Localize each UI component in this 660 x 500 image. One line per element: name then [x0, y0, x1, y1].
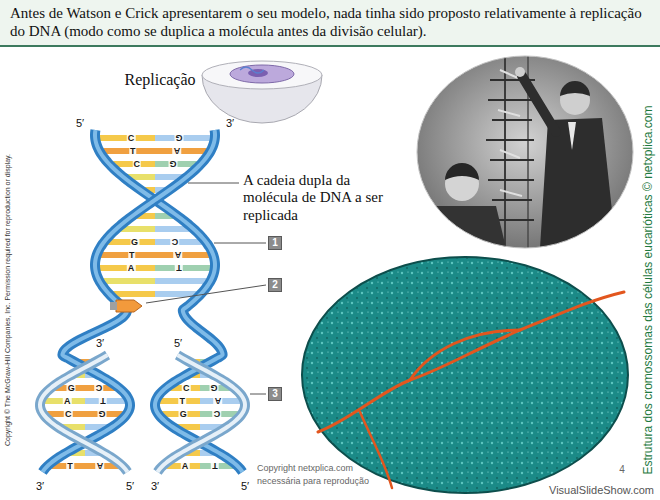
callout-number: 3 [268, 387, 282, 401]
base-letter: G [67, 383, 76, 393]
strand-end: 3′ [151, 480, 159, 493]
base-letter: A [63, 396, 72, 406]
strand-end: 3′ [96, 337, 104, 350]
strand-end: 5′ [126, 480, 134, 493]
base-letter: T [66, 461, 74, 471]
model-plates [498, 70, 522, 196]
base-letter: G [169, 159, 178, 169]
page-number: 4 [619, 464, 625, 476]
copyright-note: Copyright © The McGraw-Hill Companies, I… [4, 154, 12, 446]
dna-strand [43, 130, 215, 472]
callout-text: A cadeia dupla da molécula de DNA a ser … [243, 172, 388, 224]
dna-strand-highlight [40, 355, 127, 472]
base-letter: G [130, 237, 139, 247]
callout-number: 2 [268, 278, 282, 292]
chromosome [240, 67, 264, 73]
leader-line [250, 394, 266, 395]
micrograph-texture [303, 258, 627, 492]
watermark: Copyright netxplica.com [255, 463, 355, 473]
watson-body [418, 206, 506, 248]
base-bar [103, 278, 155, 284]
icon-label: Replicação [124, 71, 195, 89]
base-letter: A [174, 250, 183, 260]
strand-end: 5′ [76, 117, 84, 130]
base-letter: T [129, 146, 137, 156]
watermark: VisualSlideShow.com [549, 484, 654, 497]
dna-strand-highlight [43, 130, 215, 472]
watermark: necessária para reprodução [255, 476, 371, 486]
base-letter: T [179, 396, 187, 406]
slide-title: Antes de Watson e Crick apresentarem o s… [0, 0, 660, 47]
watson-hair [445, 163, 479, 180]
base-letter: T [99, 396, 107, 406]
callout-number-text: 3 [272, 389, 278, 399]
leader-line [188, 183, 239, 184]
crick-body [540, 118, 616, 248]
enzyme-part [110, 302, 117, 310]
callout-number: 1 [268, 236, 282, 250]
crick-shirt [568, 122, 576, 150]
leader-line [214, 243, 266, 244]
base-bar [155, 278, 207, 284]
base-letter: G [97, 409, 106, 419]
base-letter: C [182, 383, 191, 393]
replication-bubble [410, 330, 520, 380]
base-bar [155, 265, 211, 271]
dna-strand [158, 355, 245, 472]
model-plates [486, 80, 538, 220]
dna-fiber [318, 292, 624, 432]
base-letter: C [212, 409, 221, 419]
side-caption: Estrutura dos cromossomas das células eu… [642, 106, 656, 475]
photo-ground [417, 56, 633, 248]
crick-arm [522, 76, 556, 132]
leader-line [146, 285, 266, 303]
enzyme [116, 300, 142, 312]
dna-helix [40, 130, 245, 472]
strand-end: 3′ [36, 480, 44, 493]
base-letter: A [173, 146, 182, 156]
dna-strand [40, 355, 127, 472]
crick-hair [560, 81, 590, 96]
base-letter: A [127, 263, 136, 273]
base-letter: G [179, 409, 188, 419]
callout-number-text: 1 [272, 238, 278, 248]
base-letter: A [213, 396, 222, 406]
strand-end: 5′ [241, 480, 249, 493]
strand-end: 5′ [174, 337, 182, 350]
callout-number-text: 2 [272, 280, 278, 290]
base-letter: C [171, 237, 180, 247]
base-letter: T [211, 461, 219, 471]
base-bar [113, 291, 155, 297]
dna-strand-highlight [158, 355, 245, 472]
micrograph-ground [302, 257, 628, 493]
base-letter: C [94, 383, 103, 393]
dish-rim [202, 61, 322, 89]
base-letter: A [181, 461, 190, 471]
base-letter: C [127, 133, 136, 143]
base-letter: C [64, 409, 73, 419]
base-letter: G [209, 383, 218, 393]
base-letter: A [96, 461, 105, 471]
base-letter: G [174, 133, 183, 143]
base-letter: T [128, 250, 136, 260]
base-letter: T [175, 263, 183, 273]
cell [230, 65, 294, 83]
crick-hand [515, 67, 525, 77]
base-letter: C [132, 159, 141, 169]
micrograph [302, 257, 628, 493]
dish-icon [202, 61, 322, 123]
photo [417, 56, 633, 248]
strand-end: 3′ [226, 117, 234, 130]
photo-frame [417, 56, 633, 248]
